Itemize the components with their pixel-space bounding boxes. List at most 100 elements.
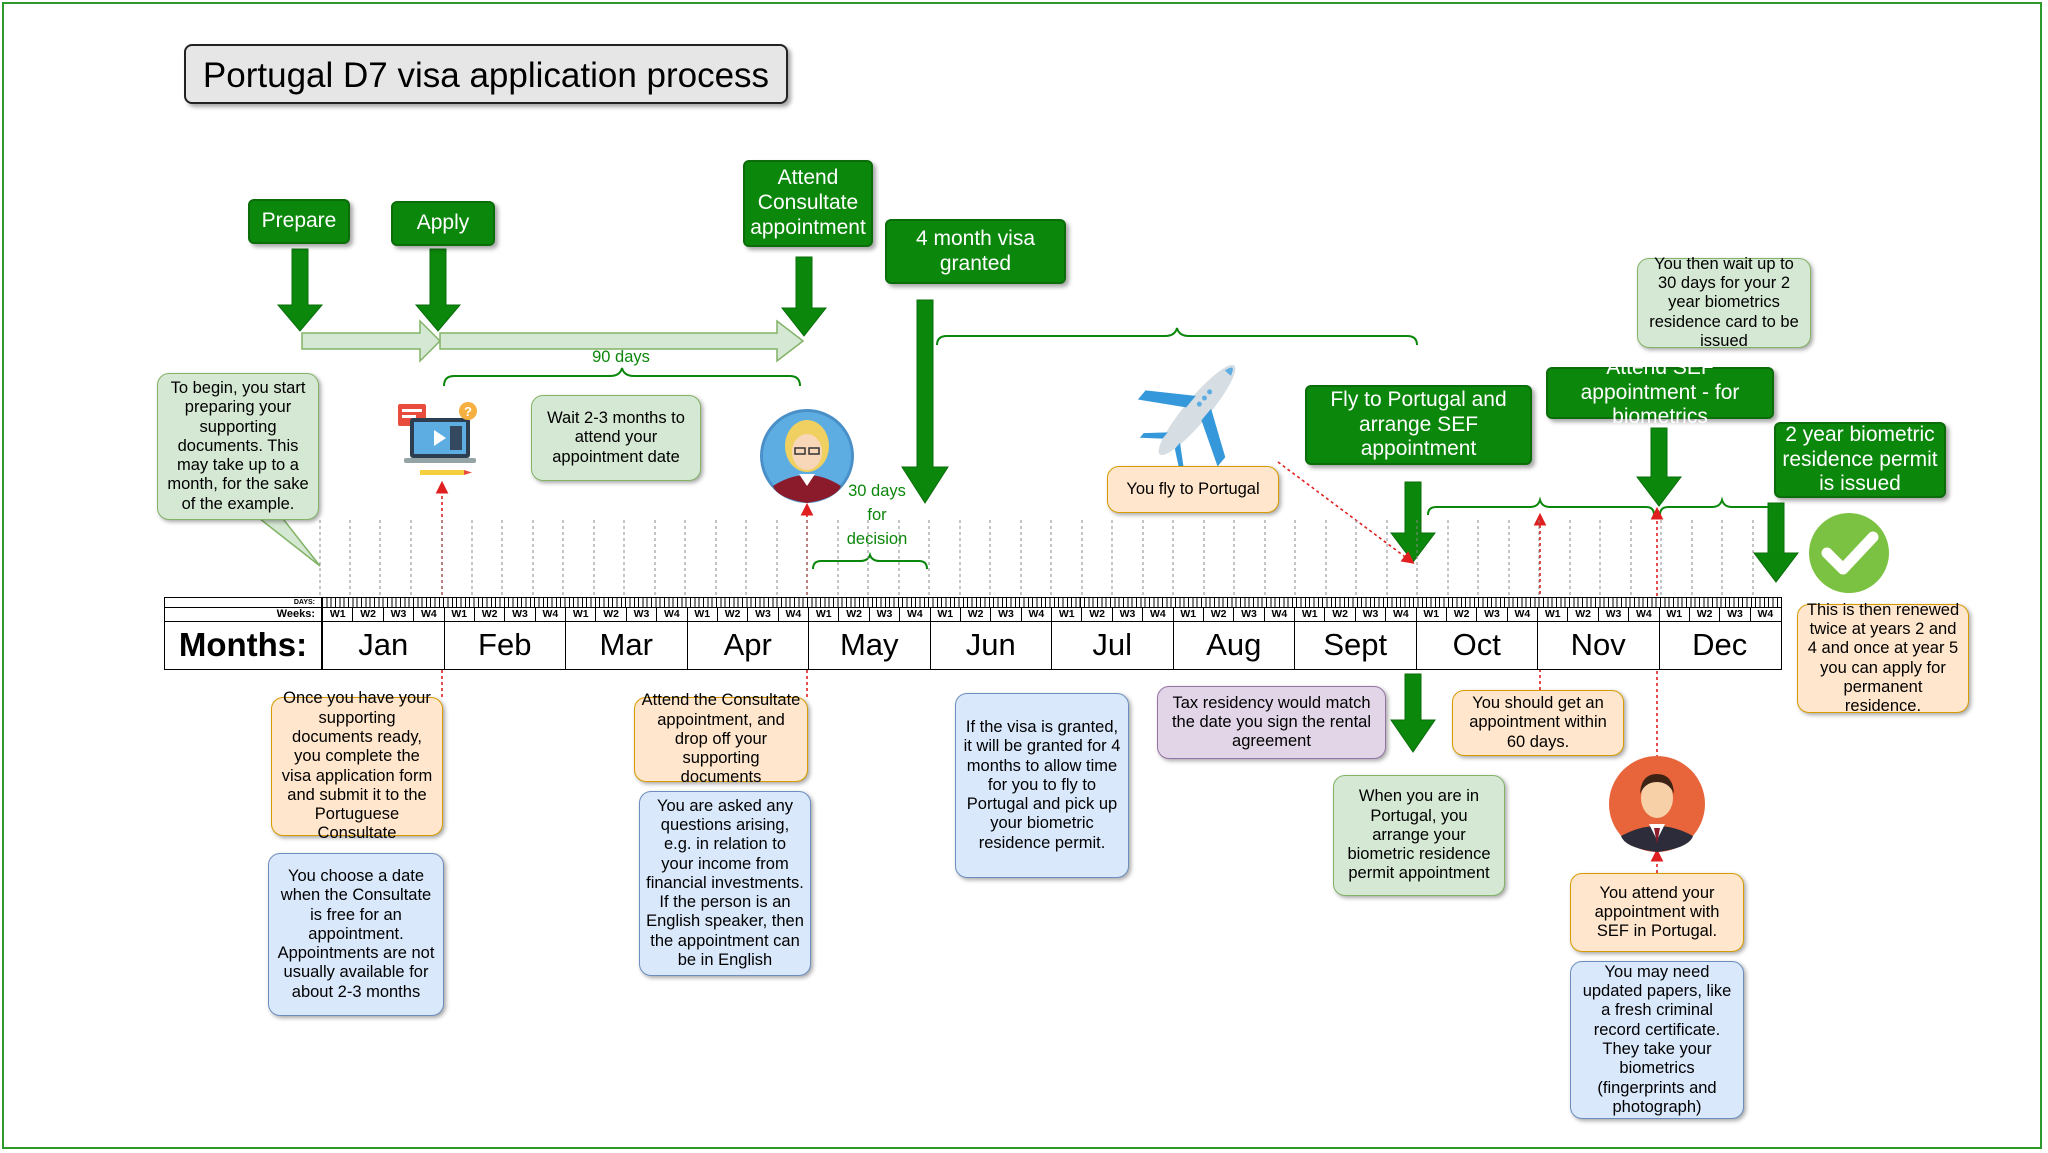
month-aug: Aug xyxy=(1172,621,1295,669)
down-arrow-below-oct xyxy=(1390,673,1436,753)
week-cell: W4 xyxy=(1749,607,1780,621)
week-cell: W3 xyxy=(747,607,777,621)
brace-nov-dec xyxy=(1659,496,1779,516)
week-cell: W1 xyxy=(808,607,838,621)
week-cell: W4 xyxy=(899,607,929,621)
month-dec: Dec xyxy=(1658,621,1781,669)
note-tax-residency: Tax residency would match the date you s… xyxy=(1157,686,1386,759)
milestone-fly-to-portugal: Fly to Portugal and arrange SEF appointm… xyxy=(1305,385,1532,465)
week-cell: W1 xyxy=(443,607,474,621)
note-to-begin: To begin, you start preparing your suppo… xyxy=(157,373,319,520)
month-nov: Nov xyxy=(1537,621,1659,669)
week-cell: W2 xyxy=(473,607,504,621)
computer-form-icon: ? xyxy=(398,402,477,475)
progress-arrow-apply-consulate xyxy=(439,319,805,363)
week-cell: W3 xyxy=(504,607,534,621)
milestone-permit-issued: 2 year biometric residence permit is iss… xyxy=(1774,422,1946,498)
note-wait-2-3-months: Wait 2-3 months to attend your appointme… xyxy=(531,395,701,481)
month-mar: Mar xyxy=(565,621,687,669)
milestone-apply: Apply xyxy=(391,201,495,246)
month-feb: Feb xyxy=(443,621,566,669)
week-cell: W2 xyxy=(1688,607,1719,621)
month-jun: Jun xyxy=(929,621,1052,669)
week-cell: W4 xyxy=(1628,607,1658,621)
week-cell: W3 xyxy=(990,607,1020,621)
down-arrow-consulate xyxy=(780,256,828,337)
brace-90-days xyxy=(443,367,801,387)
week-cell: W4 xyxy=(1263,607,1294,621)
week-cell: W4 xyxy=(777,607,808,621)
brace-oct-nov xyxy=(1427,496,1655,516)
down-arrow-permit xyxy=(1752,502,1800,583)
day-ticks xyxy=(322,598,1780,607)
milestone-visa-granted: 4 month visa granted xyxy=(885,219,1066,284)
week-cell: W1 xyxy=(1415,607,1446,621)
week-cell: W4 xyxy=(1506,607,1537,621)
note-arrange-sef: When you are in Portugal, you arrange yo… xyxy=(1333,775,1505,896)
milestone-prepare: Prepare xyxy=(248,199,350,244)
week-cell: W3 xyxy=(1111,607,1142,621)
week-cell: W2 xyxy=(838,607,868,621)
week-cell: W3 xyxy=(1597,607,1628,621)
week-cell: W3 xyxy=(1476,607,1506,621)
week-cell: W2 xyxy=(716,607,747,621)
week-cell: W4 xyxy=(534,607,565,621)
week-cell: W1 xyxy=(1051,607,1081,621)
checkmark-icon xyxy=(1809,513,1889,593)
officer-man-icon xyxy=(1609,756,1705,852)
weeks-header: Weeks: xyxy=(165,607,322,621)
week-cell: W2 xyxy=(1081,607,1111,621)
week-cell: W1 xyxy=(1294,607,1324,621)
down-arrow-prepare xyxy=(276,248,324,332)
consultant-woman-icon xyxy=(760,409,854,503)
week-cell: W2 xyxy=(959,607,990,621)
down-arrow-fly xyxy=(1389,481,1437,563)
week-cell: W1 xyxy=(1537,607,1567,621)
timeline-days-row: DAYS: xyxy=(165,598,1781,608)
page-title: Portugal D7 visa application process xyxy=(184,44,788,104)
week-cell: W3 xyxy=(1719,607,1749,621)
week-cell: W4 xyxy=(1385,607,1415,621)
week-cell: W4 xyxy=(413,607,443,621)
brace-30-days xyxy=(812,551,928,570)
week-cell: W4 xyxy=(1020,607,1051,621)
milestone-attend-sef: Attend SEF appointment - for biometrics xyxy=(1546,356,1774,428)
svg-text:?: ? xyxy=(464,404,472,419)
note-attend-drop-off: Attend the Consultate appointment, and d… xyxy=(634,691,808,786)
week-cell: W1 xyxy=(1172,607,1203,621)
week-cell: W3 xyxy=(625,607,656,621)
week-cell: W1 xyxy=(929,607,960,621)
note-if-granted: If the visa is granted, it will be grant… xyxy=(955,693,1129,878)
label-30-days: 30 days for decision xyxy=(846,482,908,548)
month-jul: Jul xyxy=(1051,621,1173,669)
note-wait-30-days: You then wait up to 30 days for your 2 y… xyxy=(1637,255,1811,350)
week-cell: W1 xyxy=(565,607,595,621)
note-within-60-days: You should get an appointment within 60 … xyxy=(1452,690,1624,756)
progress-arrow-prepare-apply xyxy=(301,319,442,363)
milestone-attend-consulate: Attend Consultate appointment xyxy=(743,160,873,247)
week-cell: W2 xyxy=(1324,607,1354,621)
note-attend-sef: You attend your appointment with SEF in … xyxy=(1570,873,1744,952)
note-questions: You are asked any questions arising, e.g… xyxy=(639,791,811,976)
months-header: Months: xyxy=(165,621,322,669)
week-cell: W3 xyxy=(1354,607,1385,621)
week-cell: W3 xyxy=(1233,607,1263,621)
month-apr: Apr xyxy=(686,621,809,669)
week-cell: W1 xyxy=(1658,607,1689,621)
week-cell: W4 xyxy=(1142,607,1172,621)
week-cell: W2 xyxy=(352,607,382,621)
week-cell: W2 xyxy=(1445,607,1476,621)
week-cell: W3 xyxy=(382,607,413,621)
week-cell: W4 xyxy=(656,607,686,621)
note-choose-date: You choose a date when the Consultate is… xyxy=(268,853,444,1016)
month-sept: Sept xyxy=(1294,621,1416,669)
callout-tail xyxy=(252,514,321,567)
note-updated-papers: You may need updated papers, like a fres… xyxy=(1570,961,1744,1119)
label-90-days: 90 days xyxy=(592,348,650,366)
connector-fly xyxy=(1277,461,1415,564)
note-renewed: This is then renewed twice at years 2 an… xyxy=(1797,601,1969,715)
